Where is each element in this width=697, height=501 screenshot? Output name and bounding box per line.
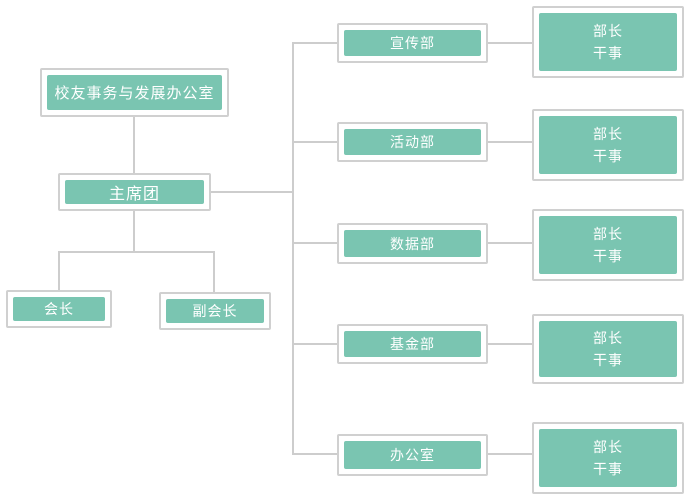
connector-dept-staff-2 — [488, 141, 532, 143]
org-node-staff-data-labels: 部长 干事 — [539, 216, 677, 274]
staff-officer-label: 干事 — [593, 461, 623, 477]
staff-officer-label: 干事 — [593, 248, 623, 264]
staff-minister-label: 部长 — [593, 23, 623, 39]
org-node-staff-publicity-labels: 部长 干事 — [539, 13, 677, 71]
org-node-president-label: 会长 — [13, 297, 105, 321]
org-node-dept-office[interactable]: 办公室 — [337, 434, 488, 476]
connector-dept-staff-4 — [488, 343, 532, 345]
staff-minister-label: 部长 — [593, 226, 623, 242]
org-node-staff-fund-labels: 部长 干事 — [539, 321, 677, 377]
org-node-dept-publicity-label: 宣传部 — [344, 30, 481, 56]
connector-dept-staff-1 — [488, 42, 532, 44]
org-node-dept-fund-label: 基金部 — [344, 331, 481, 357]
org-node-vice-president[interactable]: 副会长 — [159, 292, 271, 330]
org-node-root-label: 校友事务与发展办公室 — [47, 75, 222, 110]
org-node-dept-publicity[interactable]: 宣传部 — [337, 23, 488, 63]
org-node-president[interactable]: 会长 — [6, 290, 112, 328]
org-node-dept-activity[interactable]: 活动部 — [337, 122, 488, 162]
connector-drop-vice-president — [213, 251, 215, 292]
connector-branch-dept-1 — [294, 42, 337, 44]
org-node-dept-activity-label: 活动部 — [344, 129, 481, 155]
connector-drop-president — [58, 251, 60, 290]
connector-dept-staff-5 — [488, 453, 532, 455]
org-node-dept-data[interactable]: 数据部 — [337, 223, 488, 264]
connector-leaders-horizontal — [58, 251, 215, 253]
connector-branch-dept-5 — [294, 453, 337, 455]
org-node-staff-fund[interactable]: 部长 干事 — [532, 314, 684, 384]
connector-dept-staff-3 — [488, 242, 532, 244]
org-node-presidium-label: 主席团 — [65, 180, 204, 204]
org-node-dept-office-label: 办公室 — [344, 441, 481, 469]
org-node-staff-activity[interactable]: 部长 干事 — [532, 109, 684, 181]
staff-minister-label: 部长 — [593, 330, 623, 346]
connector-trunk-vertical — [292, 42, 294, 455]
connector-presidium-trunk — [211, 191, 293, 193]
org-node-dept-fund[interactable]: 基金部 — [337, 324, 488, 364]
org-node-staff-office-labels: 部长 干事 — [539, 429, 677, 487]
staff-minister-label: 部长 — [593, 439, 623, 455]
staff-officer-label: 干事 — [593, 45, 623, 61]
connector-presidium-down — [133, 211, 135, 252]
connector-branch-dept-3 — [294, 242, 337, 244]
org-node-vice-president-label: 副会长 — [166, 299, 264, 323]
org-node-staff-data[interactable]: 部长 干事 — [532, 209, 684, 281]
staff-minister-label: 部长 — [593, 126, 623, 142]
staff-officer-label: 干事 — [593, 148, 623, 164]
org-node-dept-data-label: 数据部 — [344, 230, 481, 257]
staff-officer-label: 干事 — [593, 352, 623, 368]
connector-root-presidium — [133, 117, 135, 174]
connector-branch-dept-4 — [294, 343, 337, 345]
org-node-staff-office[interactable]: 部长 干事 — [532, 422, 684, 494]
org-node-root[interactable]: 校友事务与发展办公室 — [40, 68, 229, 117]
org-node-presidium[interactable]: 主席团 — [58, 173, 211, 211]
org-node-staff-activity-labels: 部长 干事 — [539, 116, 677, 174]
org-node-staff-publicity[interactable]: 部长 干事 — [532, 6, 684, 78]
connector-branch-dept-2 — [294, 141, 337, 143]
